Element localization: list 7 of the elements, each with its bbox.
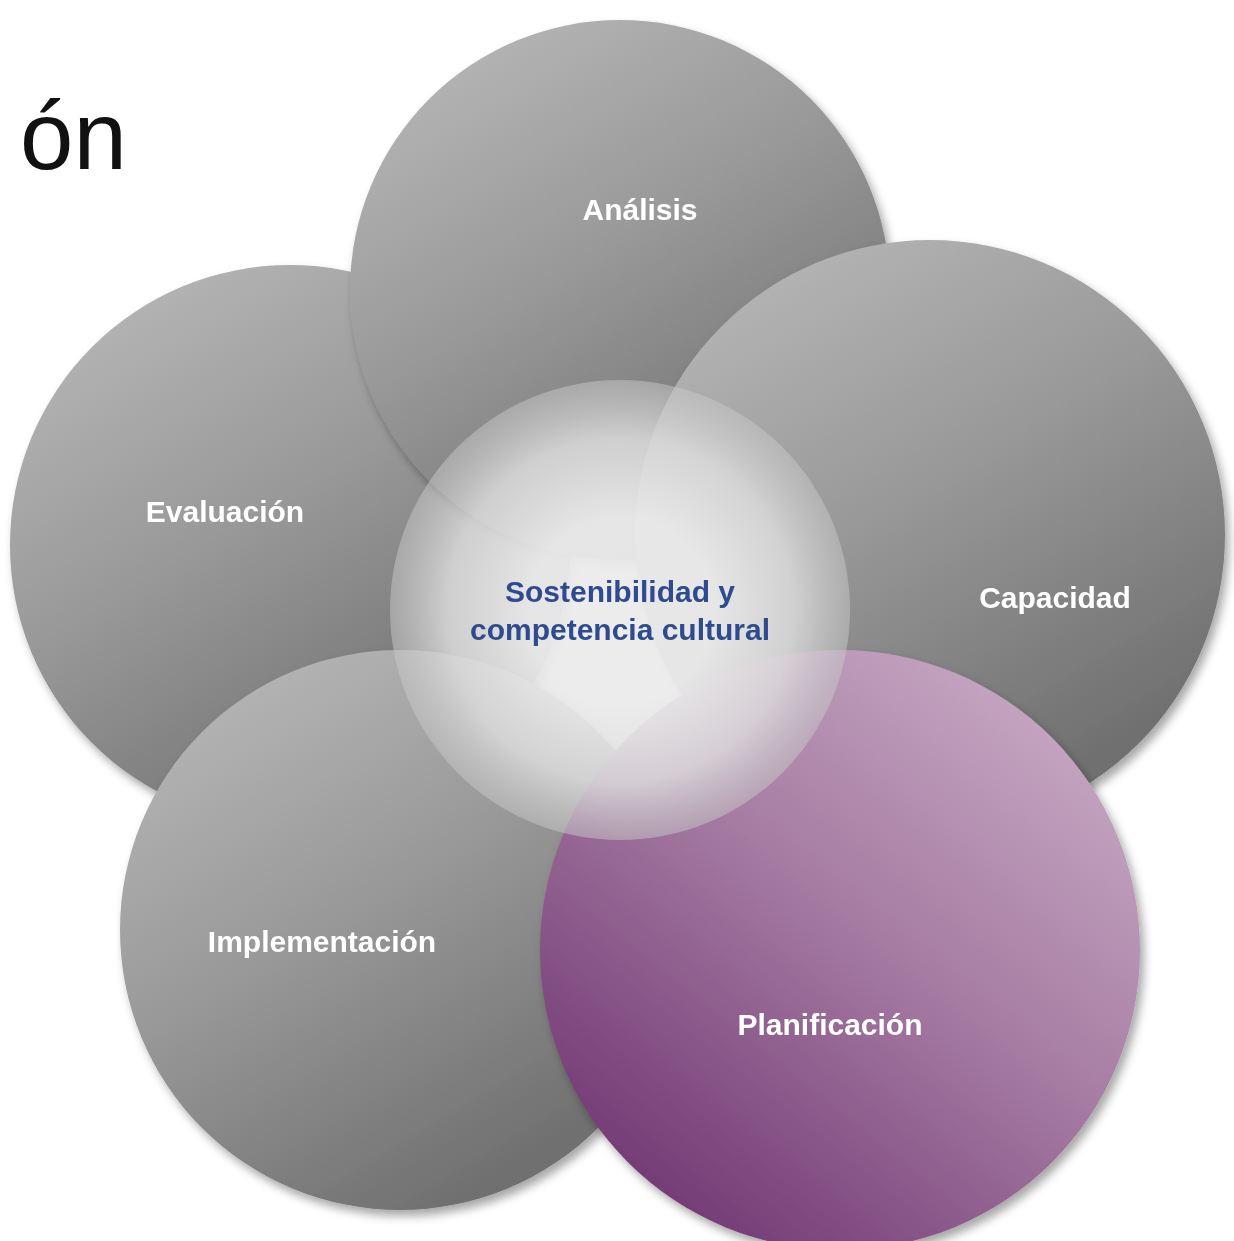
petal-label: Implementación bbox=[207, 925, 437, 959]
heading: ón bbox=[20, 88, 127, 184]
petal-label: Planificación bbox=[737, 1008, 923, 1042]
petal-label: Evaluación bbox=[145, 495, 305, 529]
center-label: Sostenibilidad y competencia cultural bbox=[460, 572, 780, 648]
petal-label: Capacidad bbox=[979, 581, 1131, 615]
petal-label: Análisis bbox=[582, 193, 698, 227]
